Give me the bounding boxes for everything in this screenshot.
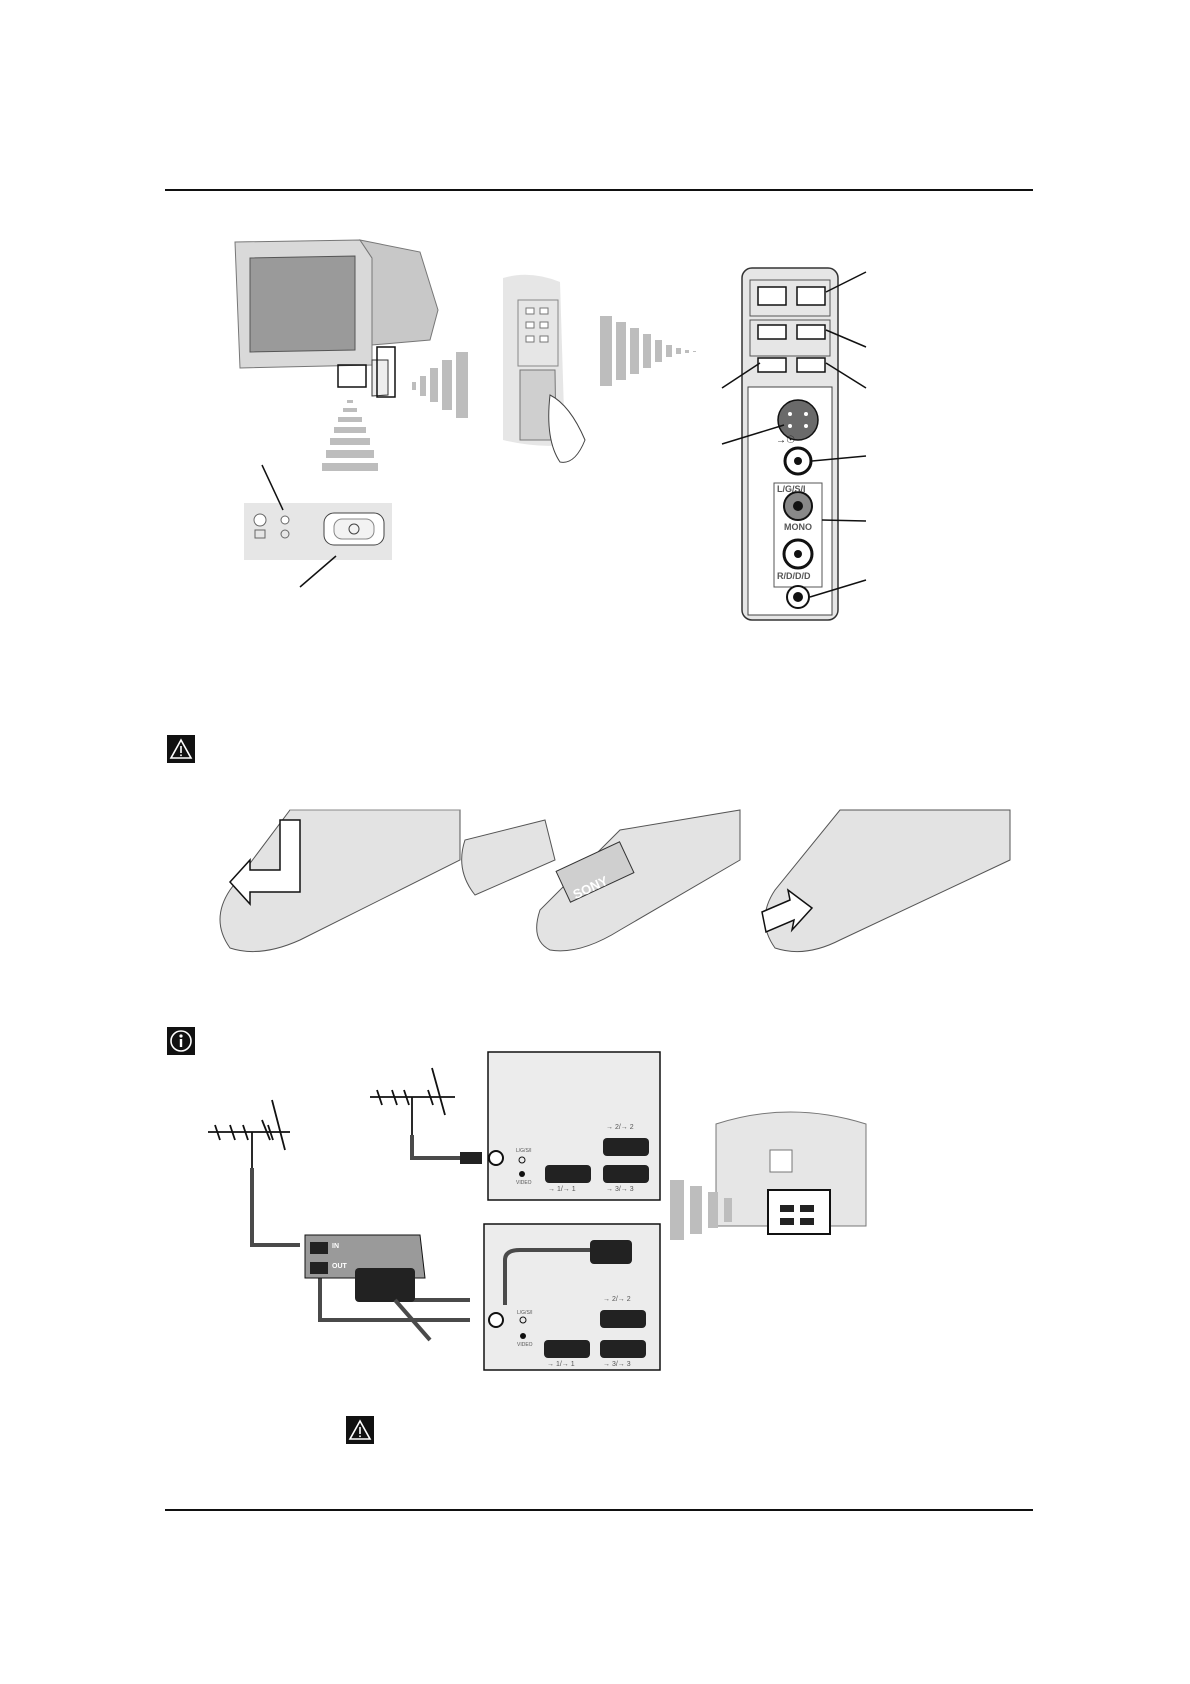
tv-rear-panel-bottom (483, 1223, 661, 1371)
panel-audio-right-label: R/D/D/D (777, 571, 811, 581)
remote-step-close (761, 809, 1011, 953)
back-beam (670, 1180, 732, 1240)
vcr-in-label: IN (332, 1243, 339, 1250)
panel-beam (600, 316, 696, 386)
tv-side-beam (412, 352, 468, 418)
bottom-scart1-label: → 1/→ 1 (547, 1361, 575, 1368)
vcr-device (304, 1234, 432, 1342)
tv-front-beam (322, 400, 378, 471)
side-connector-panel (741, 267, 839, 621)
tv-back-view (715, 1111, 867, 1235)
panel-mono-label: MONO (784, 522, 812, 532)
panel-audio-left-label: L/G/S/I (777, 484, 806, 494)
front-control-panel-detail (244, 464, 392, 588)
connection-figure (208, 1051, 867, 1371)
tv-rear-panel-top (460, 1051, 661, 1201)
panel-callout-leaders (721, 271, 867, 598)
battery-insertion-figure (219, 809, 1011, 953)
top-audio-l-label: L/G/S/I (516, 1148, 532, 1154)
warning-triangle-icon (167, 735, 195, 763)
warning-triangle-icon (346, 1416, 374, 1444)
top-scart2-label: → 2/→ 2 (606, 1124, 634, 1131)
side-door-detail (503, 274, 586, 463)
antenna-left (208, 1099, 290, 1168)
vcr-out-label: OUT (332, 1263, 347, 1270)
info-icon (167, 1027, 195, 1055)
tv-overview-figure (234, 239, 867, 621)
bottom-audio-l-label: L/G/S/I (517, 1310, 533, 1316)
remote-step-open (219, 809, 461, 953)
top-scart1-label: → 1/→ 1 (548, 1186, 576, 1193)
bottom-video-label: VIDEO (517, 1342, 533, 1348)
bottom-scart2-label: → 2/→ 2 (603, 1296, 631, 1303)
top-scart3-label: → 3/→ 3 (606, 1186, 634, 1193)
remote-step-battery (461, 809, 741, 952)
top-video-label: VIDEO (516, 1180, 532, 1186)
bottom-scart3-label: → 3/→ 3 (603, 1361, 631, 1368)
tv-set-illustration (234, 239, 439, 398)
header-rule (165, 189, 1033, 191)
panel-video-in-label: →☉ (776, 435, 795, 446)
footer-rule (165, 1509, 1033, 1511)
antenna-upper (370, 1067, 455, 1135)
